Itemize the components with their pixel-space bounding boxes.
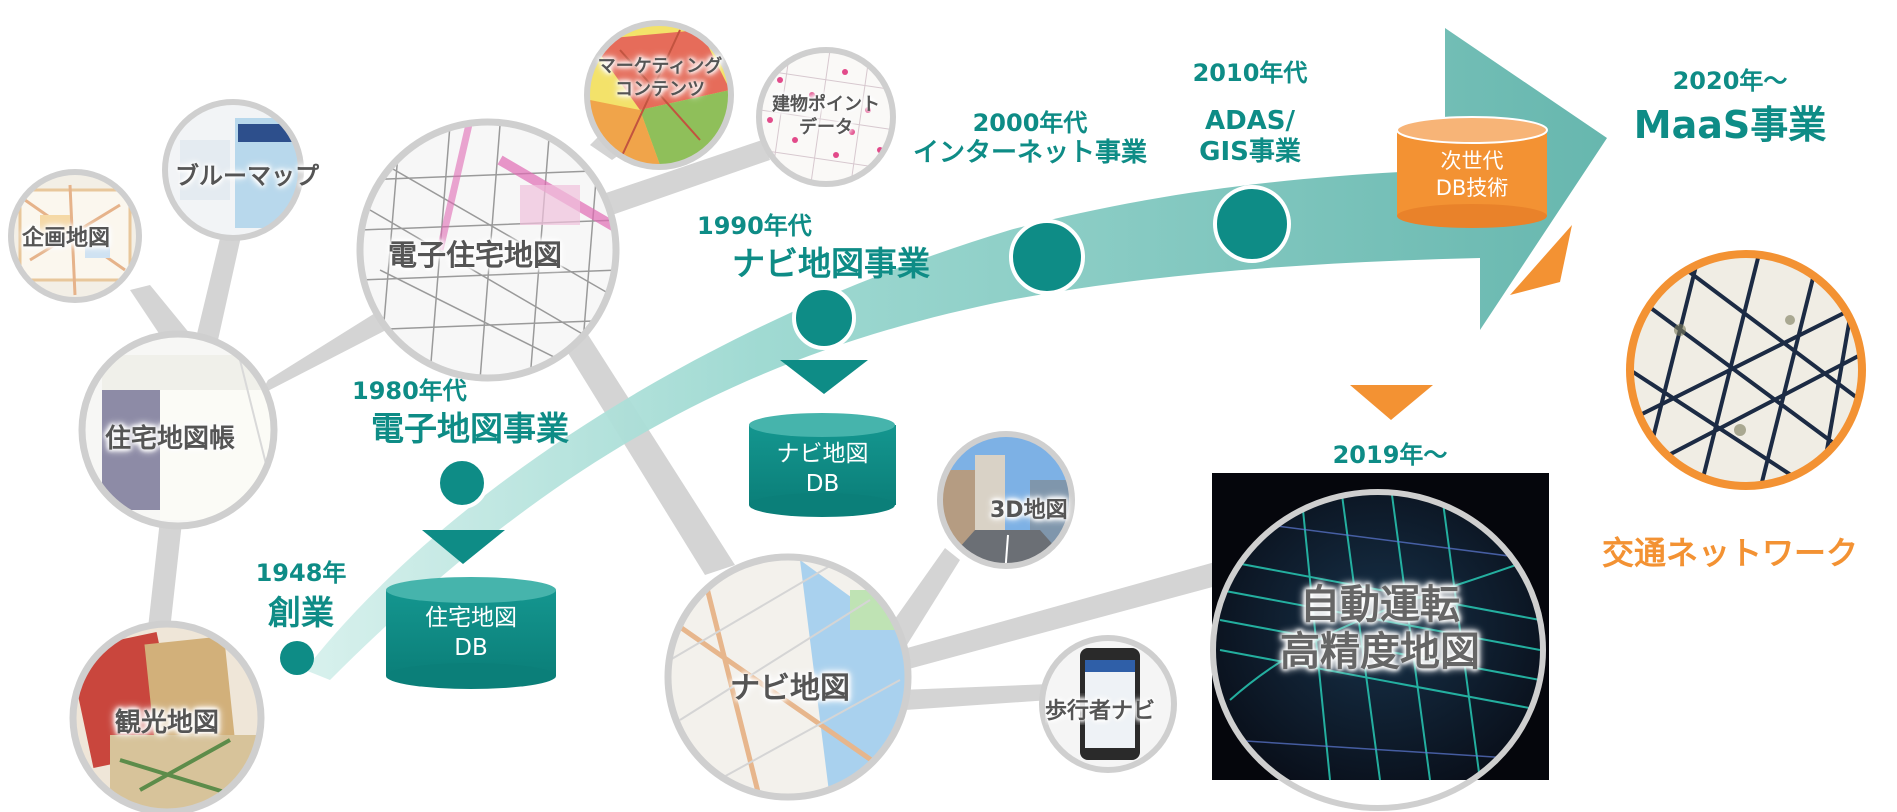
milestone-2010-title-line1: ADAS/ (1204, 105, 1296, 136)
db-navi-label: ナビ地図 DB (749, 440, 896, 500)
circle-housing-atlas (78, 330, 278, 530)
milestone-1980-title: 電子地図事業 (371, 408, 569, 448)
label-blue-map: ブルーマップ (175, 162, 319, 190)
circle-planning-map (8, 169, 142, 303)
db-navi-line2: DB (805, 470, 840, 497)
db-housing-line2: DB (454, 634, 488, 661)
label-marketing-line2: コンテンツ (615, 79, 705, 101)
label-traffic-network: 交通ネットワーク (1602, 534, 1859, 572)
milestone-1980: 1980年代 電子地図事業 (350, 377, 590, 448)
milestone-2019-year: 2019年～ (1332, 441, 1448, 469)
milestone-2010-title-line2: GIS事業 (1199, 136, 1301, 167)
db-next-line1: 次世代 (1440, 149, 1504, 173)
orange-pointer-icon (1510, 225, 1572, 295)
connector-lines (130, 120, 1220, 710)
timeline-arrow (305, 28, 1607, 680)
milestone-2000: 2000年代 インターネット事業 (900, 109, 1160, 169)
circle-3d-map (937, 431, 1075, 569)
milestone-2010: 2010年代 ADAS/ GIS事業 (1170, 59, 1330, 168)
label-building-line2: データ (799, 117, 853, 139)
database-cylinder-icon-housing (386, 577, 556, 689)
circle-traffic-network (1626, 250, 1866, 490)
milestone-1990: 1990年代 ナビ地図事業 (697, 212, 957, 283)
milestone-1948-year: 1948年 (255, 559, 347, 587)
label-autonomous-hd-map: 自動運転 高精度地図 (1240, 582, 1520, 676)
db-next-line2: DB技術 (1435, 176, 1509, 201)
circle-blue-map (162, 99, 304, 241)
dot-2000 (1009, 219, 1085, 295)
milestone-1990-title: ナビ地図事業 (732, 243, 930, 283)
label-pedestrian-navi: 歩行者ナビ (1045, 699, 1156, 724)
milestone-2010-year: 2010年代 (1192, 59, 1308, 87)
milestone-2000-year: 2000年代 (972, 109, 1088, 137)
label-housing-atlas: 住宅地図帳 (105, 424, 236, 454)
label-tourist-map: 観光地図 (115, 708, 220, 738)
circle-navi-map (664, 553, 912, 801)
dot-2010 (1213, 185, 1291, 263)
milestone-1948-title: 創業 (268, 592, 334, 632)
milestone-2020-year: 2020年～ (1672, 67, 1788, 95)
dot-1948 (280, 641, 314, 675)
milestone-2020: 2020年～ MaaS事業 (1600, 67, 1860, 147)
circle-electronic-housing-map (356, 118, 620, 382)
circle-building-point-data (756, 47, 896, 187)
db-housing-label: 住宅地図 DB (386, 604, 556, 664)
label-autonomous-line1: 自動運転 (1300, 582, 1460, 628)
milestone-1948: 1948年 創業 (236, 559, 366, 632)
milestone-2020-title: MaaS事業 (1633, 102, 1827, 147)
milestone-dots (280, 185, 1291, 675)
label-electronic-housing-map: 電子住宅地図 (388, 238, 563, 272)
milestone-2000-title: インターネット事業 (912, 137, 1147, 168)
db-navi-line1: ナビ地図 (776, 441, 869, 467)
db-housing-line1: 住宅地図 (425, 605, 517, 631)
milestone-2019: 2019年～ (1300, 441, 1480, 470)
triangle-down-icon-1990 (780, 360, 868, 394)
panel-autonomous-hd-map (1210, 473, 1549, 811)
triangle-down-icon-2019 (1350, 385, 1433, 420)
label-building-point-data: 建物ポイント データ (756, 93, 896, 140)
circle-marketing-contents (584, 20, 734, 170)
label-planning-map: 企画地図 (22, 226, 111, 251)
milestone-1990-year: 1990年代 (697, 212, 812, 240)
triangle-down-icon-1980 (422, 530, 505, 564)
label-navi-map: ナビ地図 (730, 671, 850, 706)
dot-1980 (436, 457, 488, 509)
database-cylinder-icon-navi (749, 413, 896, 517)
label-marketing-contents: マーケティング コンテンツ (585, 55, 735, 102)
milestone-1980-year: 1980年代 (352, 377, 467, 405)
label-building-line1: 建物ポイント (772, 94, 880, 115)
db-next-label: 次世代 DB技術 (1397, 148, 1547, 203)
database-cylinder-icon-next (1396, 116, 1548, 228)
label-marketing-line1: マーケティング (597, 56, 723, 77)
dot-1990 (792, 286, 856, 350)
circle-pedestrian-navi (1039, 635, 1177, 773)
label-autonomous-line2: 高精度地図 (1280, 629, 1480, 676)
label-3d-map: 3D地図 (990, 498, 1068, 523)
